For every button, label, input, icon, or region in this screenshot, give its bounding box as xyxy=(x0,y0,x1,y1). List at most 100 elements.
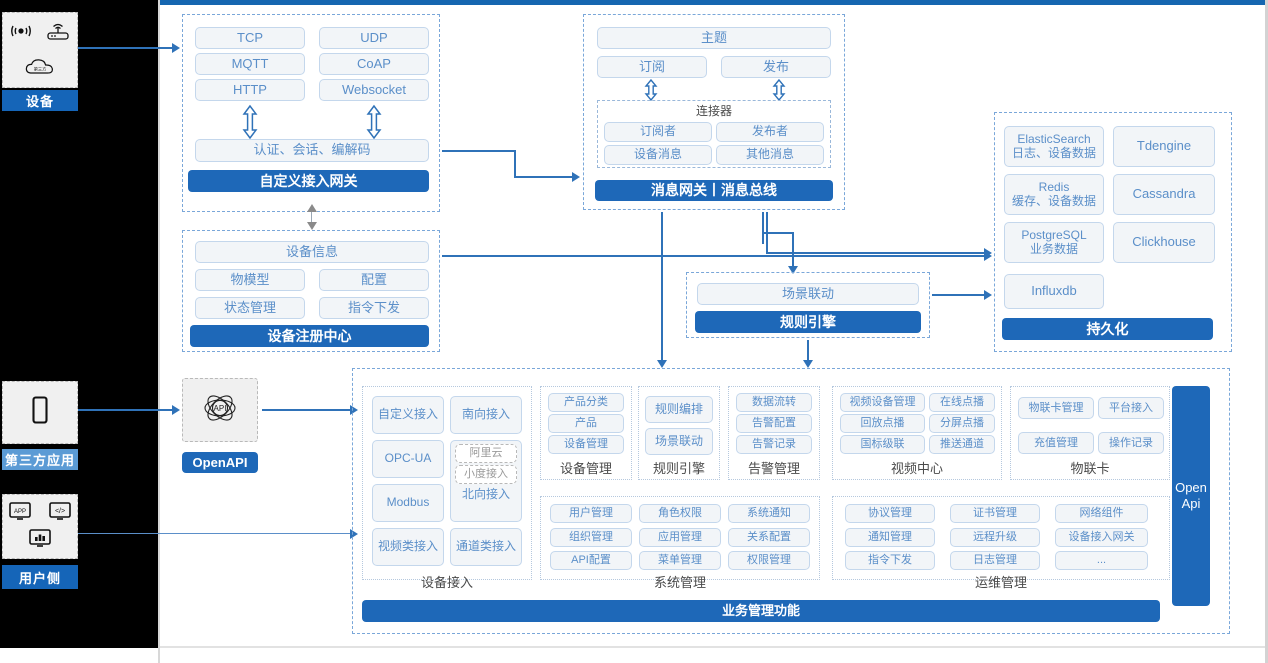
actor-tile-third-party-app xyxy=(2,381,78,444)
bus-subscriber[interactable]: 订阅者 xyxy=(604,122,712,142)
cloud-icon: 第三方 xyxy=(23,56,57,83)
caption-alarm-mgmt: 告警管理 xyxy=(747,460,800,476)
svg-text:APP: APP xyxy=(14,509,26,515)
connector-bus-to-rule-h xyxy=(762,232,794,234)
persist-cassandra[interactable]: Cassandra xyxy=(1113,174,1215,215)
openapi-label[interactable]: OpenAPI xyxy=(182,452,258,473)
gateway-updown-arrow-left xyxy=(238,104,262,145)
sys-relation-config[interactable]: 关系配置 xyxy=(728,528,810,547)
device-mgmt-device[interactable]: 设备管理 xyxy=(548,435,624,454)
ops-command-issue[interactable]: 指令下发 xyxy=(845,551,935,570)
sys-notification[interactable]: 系统通知 xyxy=(728,504,810,523)
device-registry-title-bar[interactable]: 设备注册中心 xyxy=(190,325,429,347)
message-bus-title-bar[interactable]: 消息网关丨消息总线 xyxy=(595,180,833,201)
video-push-channel[interactable]: 推送通道 xyxy=(929,435,995,454)
rule-engine-orchestration[interactable]: 规则编排 xyxy=(645,396,713,423)
gateway-middle-layer[interactable]: 认证、会话、编解码 xyxy=(195,139,429,162)
ops-more[interactable]: ... xyxy=(1055,551,1148,570)
ops-log-mgmt[interactable]: 日志管理 xyxy=(950,551,1040,570)
persist-tdengine[interactable]: Tdengine xyxy=(1113,126,1215,167)
bus-topic[interactable]: 主题 xyxy=(597,27,831,49)
registry-device-info[interactable]: 设备信息 xyxy=(195,241,429,263)
registry-thing-model[interactable]: 物模型 xyxy=(195,269,305,291)
ops-device-gateway[interactable]: 设备接入网关 xyxy=(1055,528,1148,547)
persist-postgresql[interactable]: PostgreSQL 业务数据 xyxy=(1004,222,1104,263)
device-access-modbus[interactable]: Modbus xyxy=(372,484,444,522)
open-api-line2: Api xyxy=(1181,496,1201,511)
device-mgmt-product[interactable]: 产品 xyxy=(548,414,624,433)
persistence-title-bar[interactable]: 持久化 xyxy=(1002,318,1213,340)
connector-user-arrow xyxy=(350,529,358,539)
iot-card-mgmt[interactable]: 物联卡管理 xyxy=(1018,397,1094,419)
registry-state-mgmt[interactable]: 状态管理 xyxy=(195,297,305,319)
sys-role-permission[interactable]: 角色权限 xyxy=(639,504,721,523)
registry-command-issue[interactable]: 指令下发 xyxy=(319,297,429,319)
bus-other-message[interactable]: 其他消息 xyxy=(716,145,824,165)
connector-gateway-to-bus-v xyxy=(514,150,516,178)
video-playback[interactable]: 回放点播 xyxy=(840,414,925,433)
registry-config[interactable]: 配置 xyxy=(319,269,429,291)
connector-bus-to-persist-h xyxy=(766,252,986,254)
device-access-video[interactable]: 视频类接入 xyxy=(372,528,444,566)
bus-publish[interactable]: 发布 xyxy=(721,56,831,78)
video-online-play[interactable]: 在线点播 xyxy=(929,393,995,412)
ops-cert-mgmt[interactable]: 证书管理 xyxy=(950,504,1040,523)
protocol-coap[interactable]: CoAP xyxy=(319,53,429,75)
device-mgmt-product-category[interactable]: 产品分类 xyxy=(548,393,624,412)
sys-user-mgmt[interactable]: 用户管理 xyxy=(550,504,632,523)
ops-remote-upgrade[interactable]: 远程升级 xyxy=(950,528,1040,547)
iot-operation-log[interactable]: 操作记录 xyxy=(1098,432,1164,454)
bus-device-message[interactable]: 设备消息 xyxy=(604,145,712,165)
video-split-screen[interactable]: 分屏点播 xyxy=(929,414,995,433)
sys-app-mgmt[interactable]: 应用管理 xyxy=(639,528,721,547)
bus-publisher[interactable]: 发布者 xyxy=(716,122,824,142)
device-access-xiaodu[interactable]: 小度接入 xyxy=(455,465,517,484)
device-access-southbound[interactable]: 南向接入 xyxy=(450,396,522,434)
protocol-http[interactable]: HTTP xyxy=(195,79,305,101)
protocol-websocket[interactable]: Websocket xyxy=(319,79,429,101)
bus-subscribe[interactable]: 订阅 xyxy=(597,56,707,78)
connector-bus-to-rule-v2 xyxy=(792,232,794,270)
gateway-title-bar[interactable]: 自定义接入网关 xyxy=(188,170,429,192)
caption-video-center: 视频中心 xyxy=(890,460,943,476)
iot-platform-access[interactable]: 平台接入 xyxy=(1098,397,1164,419)
persistence-group xyxy=(994,112,1232,352)
alarm-records[interactable]: 告警记录 xyxy=(736,435,812,454)
right-edge xyxy=(1265,0,1268,663)
sys-api-config[interactable]: API配置 xyxy=(550,551,632,570)
alarm-config[interactable]: 告警配置 xyxy=(736,414,812,433)
ops-notify-mgmt[interactable]: 通知管理 xyxy=(845,528,935,547)
open-api-vertical-bar[interactable]: Open Api xyxy=(1172,386,1210,606)
protocol-tcp[interactable]: TCP xyxy=(195,27,305,49)
connector-registry-to-persist xyxy=(442,255,986,257)
persist-clickhouse[interactable]: Clickhouse xyxy=(1113,222,1215,263)
persist-elasticsearch[interactable]: ElasticSearch 日志、设备数据 xyxy=(1004,126,1104,167)
connector-gateway-to-bus-h1 xyxy=(442,150,516,152)
protocol-udp[interactable]: UDP xyxy=(319,27,429,49)
persist-redis[interactable]: Redis 缓存、设备数据 xyxy=(1004,174,1104,215)
ops-protocol-mgmt[interactable]: 协议管理 xyxy=(845,504,935,523)
protocol-mqtt[interactable]: MQTT xyxy=(195,53,305,75)
device-access-aliyun[interactable]: 阿里云 xyxy=(455,444,517,463)
video-device-mgmt[interactable]: 视频设备管理 xyxy=(840,393,925,412)
ops-network-component[interactable]: 网络组件 xyxy=(1055,504,1148,523)
device-access-opcua[interactable]: OPC-UA xyxy=(372,440,444,478)
connector-app-arrow xyxy=(172,405,180,415)
chart-window-icon xyxy=(28,528,52,553)
alarm-data-flow[interactable]: 数据流转 xyxy=(736,393,812,412)
device-access-custom[interactable]: 自定义接入 xyxy=(372,396,444,434)
rule-engine-scene-linkage-item[interactable]: 场景联动 xyxy=(645,428,713,455)
mobile-phone-icon xyxy=(29,395,51,430)
svg-text:API: API xyxy=(214,404,227,413)
rule-engine-scene-linkage[interactable]: 场景联动 xyxy=(697,283,919,305)
rule-engine-title-bar[interactable]: 规则引擎 xyxy=(695,311,921,333)
sys-menu-mgmt[interactable]: 菜单管理 xyxy=(639,551,721,570)
iot-recharge-mgmt[interactable]: 充值管理 xyxy=(1018,432,1094,454)
svg-text:</>: </> xyxy=(55,508,65,515)
device-access-channel[interactable]: 通道类接入 xyxy=(450,528,522,566)
sys-permission-mgmt[interactable]: 权限管理 xyxy=(728,551,810,570)
sys-org-mgmt[interactable]: 组织管理 xyxy=(550,528,632,547)
persist-influxdb[interactable]: Influxdb xyxy=(1004,274,1104,309)
video-gb-cascade[interactable]: 国标级联 xyxy=(840,435,925,454)
business-footer-bar[interactable]: 业务管理功能 xyxy=(362,600,1160,622)
